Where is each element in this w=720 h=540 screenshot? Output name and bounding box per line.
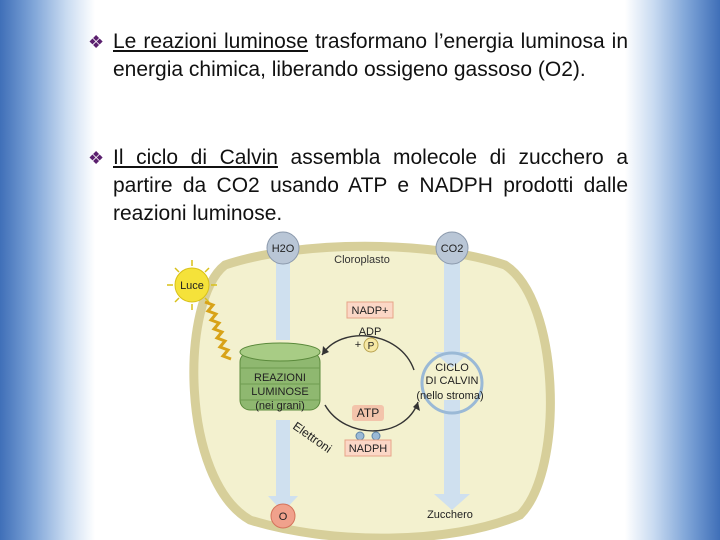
adp-label: ADP (359, 326, 382, 338)
calvin-location: (nello stroma) (416, 390, 483, 402)
o2-molecule-icon (270, 503, 296, 529)
light-reactions-location: (nei grani) (255, 400, 305, 412)
light-reactions-title: REAZIONI (254, 372, 306, 384)
atp-label: ATP (357, 406, 379, 420)
calvin-subtitle: DI CALVIN (426, 375, 479, 387)
light-reactions-subtitle: LUMINOSE (251, 386, 308, 398)
electron-dot-icon (371, 431, 381, 441)
sugar-outflow-arrow (434, 400, 470, 510)
h2o-molecule-icon (266, 231, 300, 265)
calvin-title: CICLO (435, 362, 469, 374)
nadp-return-arrow (321, 335, 415, 371)
bullet-light-reactions: ❖ Le reazioni luminose trasformano l’ene… (88, 28, 628, 84)
calvin-cycle-ring (420, 351, 484, 415)
co2-molecule-icon (435, 231, 469, 265)
light-label: Luce (180, 280, 204, 292)
nadp-box (346, 301, 394, 319)
h2o-label: H2O (272, 243, 295, 255)
atp-transfer-arrow (324, 401, 419, 432)
bullet-marker-icon: ❖ (88, 32, 105, 52)
right-blue-edge (625, 0, 720, 540)
phosphate-label: P (368, 341, 375, 352)
bullet-calvin-cycle: ❖ Il ciclo di Calvin assembla molecole d… (88, 144, 628, 228)
co2-label: CO2 (441, 243, 464, 255)
h2o-inflow-arrow (276, 255, 290, 340)
nadph-box (344, 439, 392, 457)
atp-box (352, 405, 384, 421)
plus-label: + (355, 339, 361, 351)
o2-outflow-arrow (268, 420, 298, 512)
co2-inflow-arrow (434, 258, 470, 368)
arrowhead-icon (413, 402, 420, 411)
left-blue-edge (0, 0, 95, 540)
sun-icon (167, 260, 217, 310)
nadph-label: NADPH (349, 443, 388, 455)
thylakoid-stack (239, 342, 321, 411)
electron-dot-icon (355, 431, 365, 441)
phosphate-icon (363, 337, 379, 353)
chloroplast-label: Cloroplasto (334, 254, 390, 266)
arrowhead-icon (322, 346, 329, 355)
nadp-label: NADP+ (352, 305, 389, 317)
bullet-text: trasformano l’energia luminosa in energi… (113, 30, 629, 81)
bullet-text: assembla molecole di zucchero a partire … (113, 146, 628, 225)
bullet-marker-icon: ❖ (88, 148, 105, 168)
o2-label: O (279, 511, 288, 523)
light-energy-arrow (204, 300, 232, 361)
calvin-cycle-link[interactable]: Il ciclo di Calvin (113, 146, 278, 169)
sugar-label: Zucchero (427, 509, 473, 521)
light-reactions-link[interactable]: Le reazioni luminose (113, 30, 309, 53)
